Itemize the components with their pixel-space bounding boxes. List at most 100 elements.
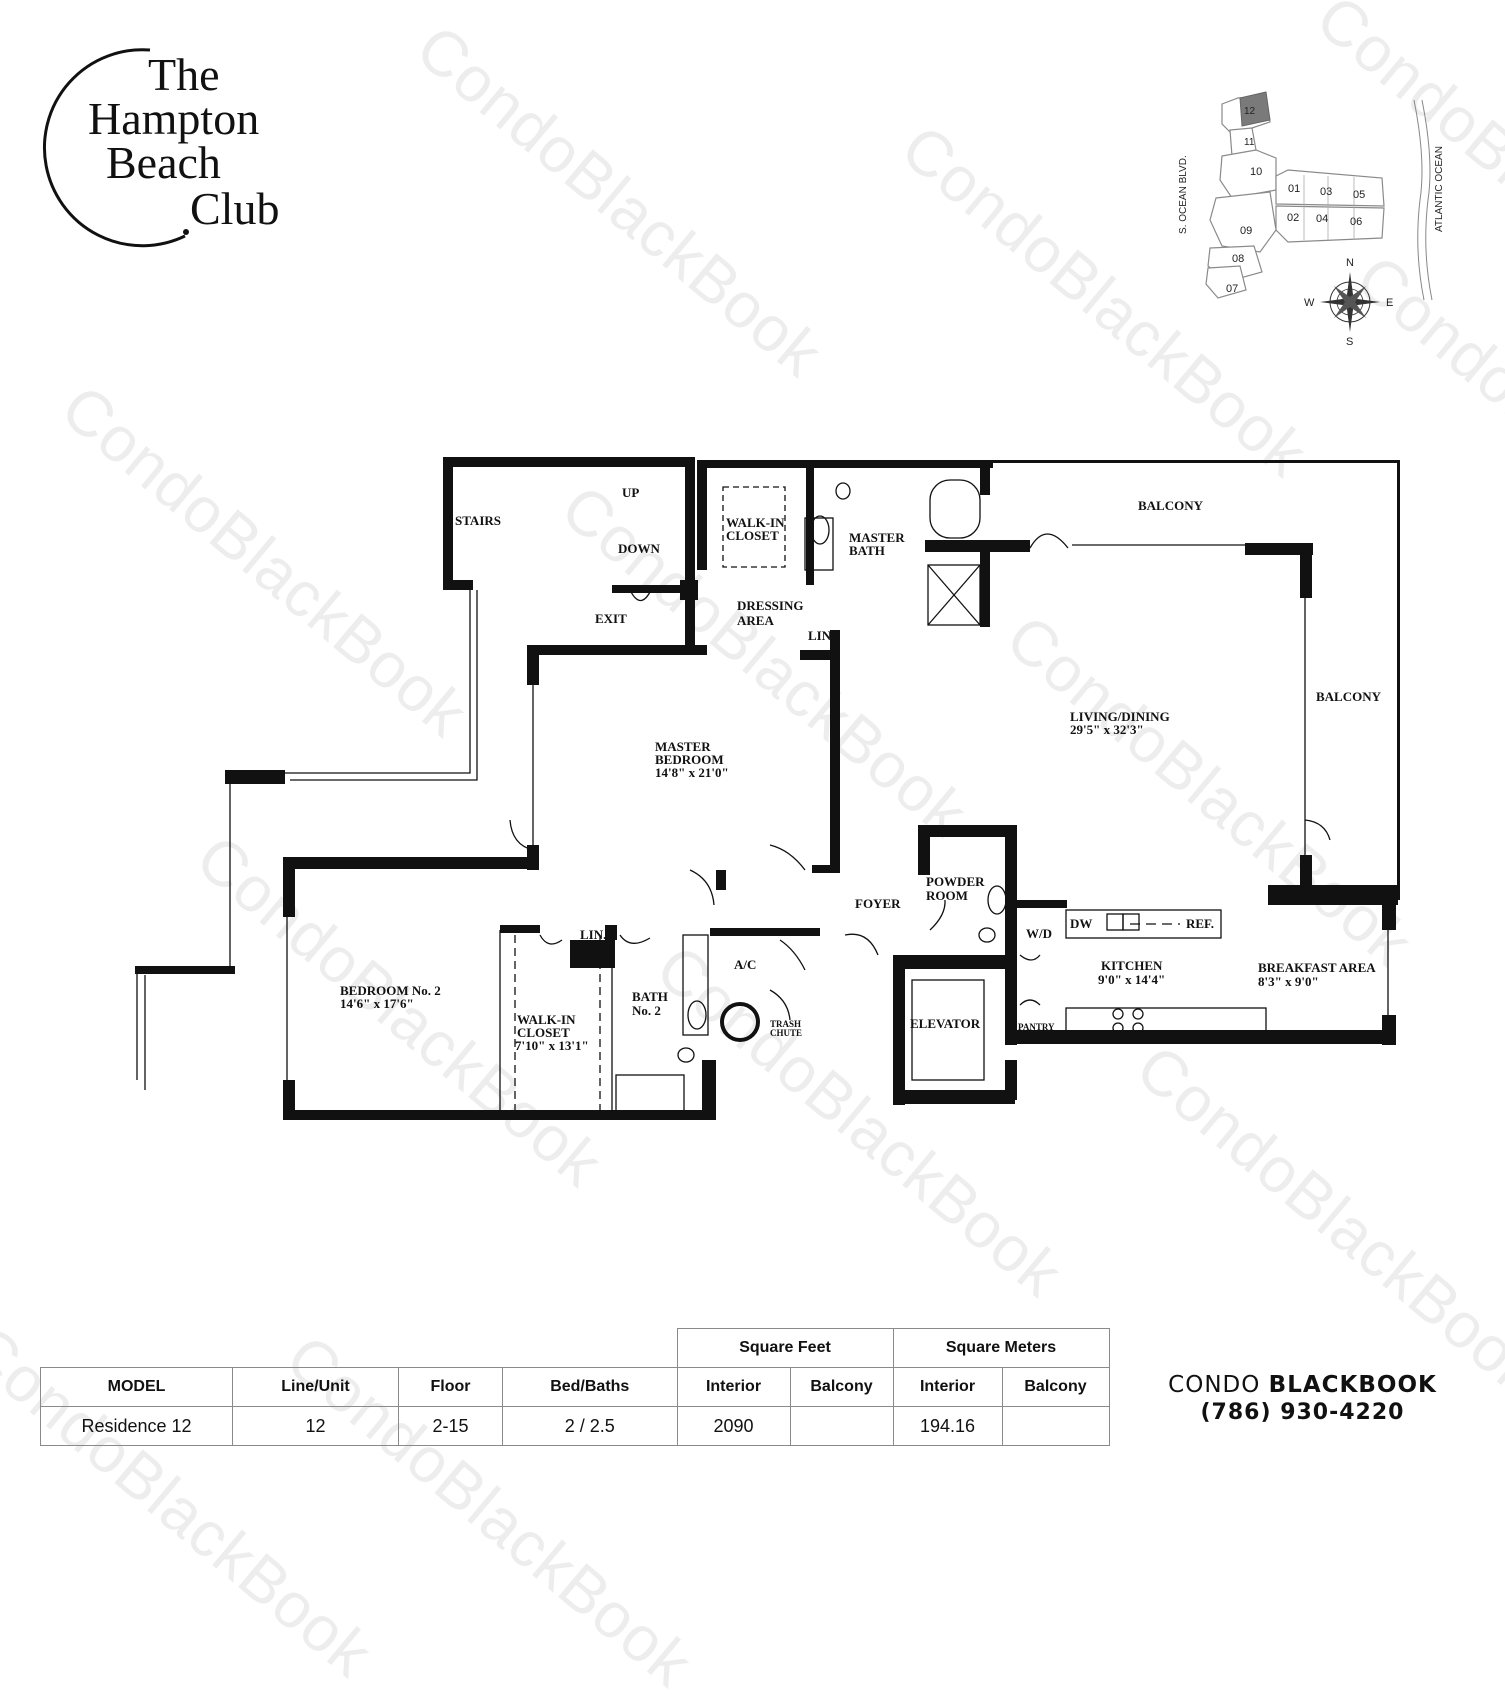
label-bath-2-no: No. 2 <box>632 1003 661 1018</box>
label-breakfast-area: BREAKFAST AREA <box>1258 960 1376 975</box>
label-dressing-area-2: AREA <box>737 613 774 628</box>
compass-icon <box>1320 272 1380 332</box>
brand-phone: (786) 930-4220 <box>1200 1400 1405 1425</box>
unit-specs-table: Square Feet Square Meters MODEL Line/Uni… <box>40 1328 1110 1446</box>
sm-balcony-header: Balcony <box>1001 1367 1110 1407</box>
label-elevator: ELEVATOR <box>910 1016 981 1031</box>
label-walkin-closet-1: WALK-IN <box>726 515 785 530</box>
logo-line-4: Club <box>190 183 280 234</box>
label-master-bath-1: MASTER <box>849 530 905 545</box>
label-kitchen: KITCHEN <box>1101 958 1163 973</box>
label-foyer: FOYER <box>855 896 901 911</box>
condo-blackbook-brand: CONDO BLACKBOOK (786) 930-4220 <box>1130 1372 1475 1425</box>
label-linen-2: LIN. <box>580 927 606 942</box>
key-unit-05: 05 <box>1353 189 1365 201</box>
key-plan-map: 12 11 10 01 03 05 02 04 06 09 08 07 S. O… <box>1178 91 1445 348</box>
key-unit-06: 06 <box>1350 216 1362 228</box>
key-unit-12: 12 <box>1244 106 1256 117</box>
logo-line-2: Hampton <box>88 93 260 144</box>
key-unit-09: 09 <box>1240 225 1252 237</box>
label-living-dining: LIVING/DINING <box>1070 709 1170 724</box>
brand-name-light: CONDO <box>1168 1372 1269 1398</box>
line-unit-header: Line/Unit <box>232 1367 399 1407</box>
compass-n: N <box>1346 257 1354 269</box>
label-washer-dryer: W/D <box>1026 926 1052 941</box>
label-walkin-closet-2-size: 7'10" x 13'1" <box>515 1038 589 1053</box>
label-breakfast-area-size: 8'3" x 9'0" <box>1258 974 1319 989</box>
label-balcony-top: BALCONY <box>1138 498 1204 513</box>
key-unit-02: 02 <box>1287 212 1299 224</box>
label-balcony-right: BALCONY <box>1316 689 1382 704</box>
key-unit-08: 08 <box>1232 253 1244 265</box>
sm-balcony-value <box>1001 1406 1110 1446</box>
walls <box>135 457 1400 1120</box>
label-bath-2: BATH <box>632 989 668 1004</box>
label-stairs: STAIRS <box>455 513 501 528</box>
label-master-bedroom-2: BEDROOM <box>655 752 724 767</box>
label-walkin-closet-2b: CLOSET <box>517 1025 570 1040</box>
sf-balcony-value <box>789 1406 894 1446</box>
ocean-label: ATLANTIC OCEAN <box>1434 146 1445 232</box>
key-unit-07: 07 <box>1226 283 1238 295</box>
thin-lines <box>136 479 1389 1115</box>
bed-baths-value: 2 / 2.5 <box>502 1406 678 1446</box>
label-ac: A/C <box>734 957 756 972</box>
sf-balcony-header: Balcony <box>789 1367 894 1407</box>
key-unit-10: 10 <box>1250 166 1262 178</box>
floor-plan: STAIRS UP DOWN EXIT WALK-IN CLOSET DRESS… <box>120 450 1410 1150</box>
hampton-beach-club-logo: The Hampton Beach Club <box>40 38 320 248</box>
square-feet-header: Square Feet <box>676 1328 894 1368</box>
sf-interior-header: Interior <box>676 1367 791 1407</box>
label-bedroom-2-size: 14'6" x 17'6" <box>340 996 414 1011</box>
floor-value: 2-15 <box>398 1406 503 1446</box>
brand-name: CONDO BLACKBOOK <box>1130 1372 1475 1398</box>
logo-arc-icon <box>42 48 189 248</box>
label-walkin-closet-1b: CLOSET <box>726 528 779 543</box>
sm-interior-value: 194.16 <box>892 1406 1003 1446</box>
label-trash-chute-2: CHUTE <box>770 1028 802 1038</box>
bed-baths-header: Bed/Baths <box>502 1367 678 1407</box>
key-unit-11: 11 <box>1244 137 1255 148</box>
key-unit-01: 01 <box>1288 183 1300 195</box>
watermark: CondoBlackBook <box>403 10 837 391</box>
logo-line-3: Beach <box>106 137 221 188</box>
street-label: S. OCEAN BLVD. <box>1178 155 1189 234</box>
sf-interior-value: 2090 <box>676 1406 791 1446</box>
label-trash-chute-1: TRASH <box>770 1019 801 1029</box>
model-header: MODEL <box>40 1367 233 1407</box>
floor-plan-drawing: STAIRS UP DOWN EXIT WALK-IN CLOSET DRESS… <box>135 457 1400 1120</box>
label-down: DOWN <box>618 541 661 556</box>
brand-name-bold: BLACKBOOK <box>1268 1372 1437 1398</box>
floor-header: Floor <box>398 1367 503 1407</box>
compass-e: E <box>1386 297 1393 309</box>
label-up: UP <box>622 485 639 500</box>
label-pantry: PANTRY <box>1018 1022 1055 1032</box>
sm-interior-header: Interior <box>892 1367 1003 1407</box>
square-meters-header: Square Meters <box>892 1328 1110 1368</box>
label-kitchen-size: 9'0" x 14'4" <box>1098 972 1165 987</box>
key-plan: 12 11 10 01 03 05 02 04 06 09 08 07 S. O… <box>1170 80 1470 360</box>
label-walkin-closet-2a: WALK-IN <box>517 1012 576 1027</box>
label-linen-1: LIN. <box>808 628 834 643</box>
label-master-bedroom-1: MASTER <box>655 739 711 754</box>
label-bedroom-2: BEDROOM No. 2 <box>340 983 441 998</box>
compass-w: W <box>1304 297 1315 309</box>
highlighted-unit-icon <box>1239 91 1271 127</box>
line-unit-value: 12 <box>232 1406 399 1446</box>
label-dressing-area-1: DRESSING <box>737 598 803 613</box>
room-labels: STAIRS UP DOWN EXIT WALK-IN CLOSET DRESS… <box>340 485 1382 1053</box>
logo-line-1: The <box>148 49 220 100</box>
key-unit-03: 03 <box>1320 186 1332 198</box>
label-living-dining-size: 29'5" x 32'3" <box>1070 722 1144 737</box>
label-master-bath-2: BATH <box>849 543 885 558</box>
label-master-bedroom-size: 14'8" x 21'0" <box>655 765 729 780</box>
key-unit-04: 04 <box>1316 213 1328 225</box>
label-exit: EXIT <box>595 611 627 626</box>
compass-s: S <box>1346 336 1353 348</box>
label-powder-room-1: POWDER <box>926 874 985 889</box>
model-value: Residence 12 <box>40 1406 233 1446</box>
label-powder-room-2: ROOM <box>926 888 968 903</box>
label-dishwasher: DW <box>1070 916 1092 931</box>
label-refrigerator: REF. <box>1186 916 1214 931</box>
